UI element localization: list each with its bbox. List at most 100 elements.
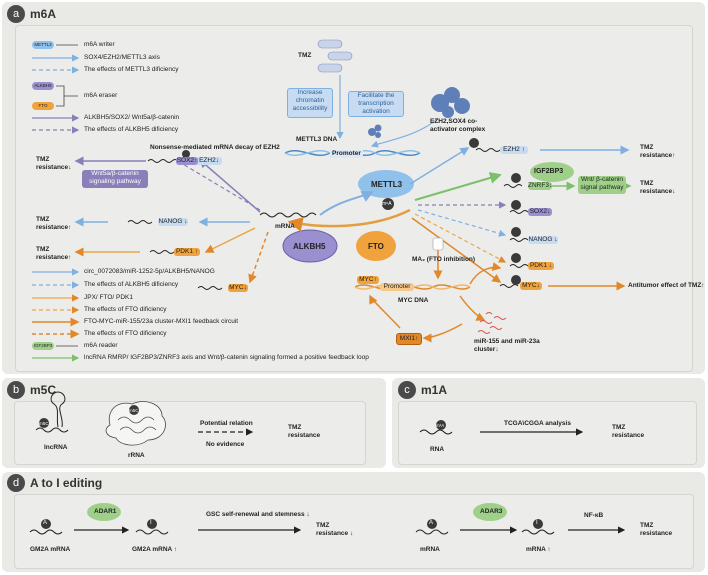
pdk1-left-box: PDK1 ↑ [174,248,200,256]
legend-eraser-bracket [56,85,78,107]
panel-a-letter: a [7,5,25,23]
mrna-znrf3 [503,184,523,188]
facilitate-transcription-box: Facilitate the transcription activation [348,91,404,117]
mrna-d-label: mRNA [420,546,440,553]
legend-axis1-label: SOX4/EZH2/METTL3 axis [84,54,160,61]
panel-d-letter: d [7,474,25,492]
potential-relation-label: Potential relation [200,420,253,427]
gm2a-label: GM2A mRNA [30,546,71,553]
m5c-marker-rrna [129,405,139,415]
myc-dna-label: MYC DNA [398,297,429,304]
mrna-strand-d [415,529,449,535]
myc-to-mir-arrow [459,295,486,321]
promoter-label: Promoter [330,150,363,158]
a-marker-1-label: A [43,520,48,526]
wnt-pathway-box: Wnt/ β-catenin signal pathway [578,176,626,194]
tmz-label: TMZ [298,52,312,59]
mettl3-dna-label: METTL3 DNA [296,136,338,143]
mrna-myc-left [197,286,223,290]
tmz-dec-label: TMZ resistance ↓ [316,522,354,537]
gm2a-strand [29,529,63,535]
fto-blob [356,231,396,261]
m1a-tmz-label: TMZ resistance [612,424,645,439]
myc-gene-box: MYC↑ [357,276,379,284]
gm2a-up-label: GM2A mRNA ↑ [132,546,178,553]
left-tmz-resistance-inc2: TMZ resistance↑ [36,246,72,261]
mrna-pdk1-right [509,264,529,268]
left-tmz-resistance-dec: TMZ resistance↓ [36,156,72,171]
left-tmz-resistance-inc1: TMZ resistance↑ [36,216,72,231]
left-pdk1-arrow [204,227,256,253]
a-marker-2 [427,519,437,529]
right-tmz-resistance-inc: TMZ resistance↑ [640,144,676,159]
igf2bp3-ellipse [530,162,574,182]
lncrna-strand [35,427,69,433]
panel-c-body [398,401,697,465]
gm2a-edited-strand [135,529,169,535]
m1a-marker-label: m¹A [436,423,445,428]
legend-jpx-label: JPX/ FTO/ PDK1 [84,294,134,301]
atoi-tmz-label: TMZ resistance [640,522,673,537]
mrna-nanog-right [509,238,529,242]
right-tmz-resistance-dec: TMZ resistance↓ [640,180,676,195]
adar3-ellipse [473,503,507,521]
panel-c-title: m1A [421,383,448,397]
wnt5a-box: Wnt5a/β-catenin signaling pathway [82,170,148,188]
antitumor-label: Antitumor effect of TMZ↑ [628,282,705,289]
mrna-edited-strand-d [521,529,555,535]
panel-b-body [14,401,366,465]
mir-cluster [477,312,507,334]
legend-writer-box: METTL3 [32,41,54,49]
legend-eraser-box-alkbh5: ALKBH5 [32,82,54,90]
panel-b-letter: b [7,381,25,399]
right-myc-arrow [411,217,502,283]
ezh2-sox4-complex [431,87,470,118]
complex-label: EZH2,SOX4 co-activator complex [430,118,486,133]
mrna-up-label: mRNA ↑ [526,546,551,553]
legend-mettl3-dash-label: The effects of METTL3 dificiency [84,66,179,73]
m1a-analysis-label: TCGA\CGGA analysis [504,420,571,427]
adar3-label: ADAR3 [480,508,503,515]
nmd-label: Nonsense-mediated mRNA decay of EZH2 [150,144,280,151]
mrna-ezh2-right [475,148,501,152]
gsc-label: GSC self-renewal and stemness ↓ [206,511,310,518]
rrna-folds [117,416,157,434]
legend-axis2-label: ALKBH5/SOX2/ Wnt5a/β-catenin [84,114,180,121]
nfkb-label: NF-κB [584,512,604,519]
mir-to-mxi1-arrow [422,323,463,343]
ma2-vial [432,237,444,251]
adar1-ellipse [87,503,121,521]
alkbh5-blob [282,229,338,263]
m5c-marker-lncrna [39,418,49,428]
complex-to-dna-arrow [370,117,439,148]
mycdna-to-myc-arrow [469,262,502,285]
increase-chromatin-box: Increase chromatin accessibility [287,88,333,118]
legend-alkbh5-dash2-label: The effects of ALKBH5 dificiency [84,281,179,288]
mrna-sox2 [147,159,179,163]
legend-reader-box: IGF2BP3 [32,342,54,350]
left-ezh2-dash [175,159,261,211]
eraser-curve-arrow [287,208,411,232]
fto-label: FTO [368,242,384,251]
mettl3-curve-arrow [319,191,374,216]
legend-circ-label: circ_0072083/miR-1252-5p/ALKBH5/NANOG [84,268,215,275]
m1a-rna-label: RNA [430,446,445,453]
legend-eraser-box-fto: FTO [32,102,54,110]
right-ezh2-arrow [409,147,470,185]
a-marker-1 [41,519,51,529]
ezh2-left-box: EZH2↓ [196,157,222,165]
a-marker-2-label: A [429,520,434,526]
rrna-label: rRNA [128,452,145,459]
alkbh5-label: ALKBH5 [293,242,326,251]
mettl3-label: METTL3 [371,180,403,189]
central-mrna [259,212,317,218]
legend-reader-label: m6A reader [84,342,118,349]
panel-a-title: m6A [30,7,57,21]
adar1-label: ADAR1 [94,508,117,515]
igf2bp3-label: IGF2BP3 [534,168,564,175]
mrna-pdk1 [149,250,175,254]
panel-b-title: m5C [30,383,57,397]
znrf3-box: ZNRF3↓ [528,182,553,190]
sox2-right-box: SOX2↓ [528,208,552,216]
